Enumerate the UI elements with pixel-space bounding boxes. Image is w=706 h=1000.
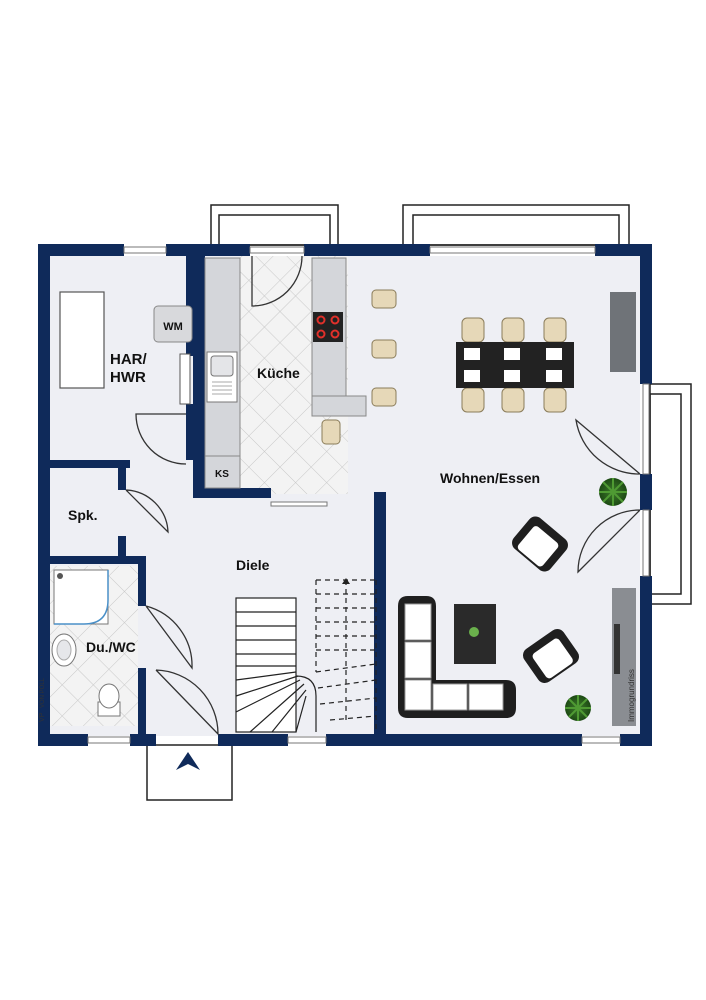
- washing-machine: [153, 305, 193, 343]
- watermark: Immogrundriss: [627, 669, 636, 722]
- entrance-arrow-icon: [176, 752, 200, 770]
- armchair-icon: [512, 516, 568, 572]
- fridge: [204, 455, 241, 489]
- toilet-icon: [97, 683, 121, 717]
- decor-icon: [469, 627, 479, 637]
- plant-icon: [565, 695, 591, 721]
- bar-stools: [321, 289, 397, 445]
- sliding-door-kitchen: [270, 501, 328, 507]
- room-label-kueche: Küche: [257, 365, 300, 381]
- staircase: [235, 597, 317, 733]
- kitchen-island-bar: [311, 395, 367, 417]
- shower-icon: [53, 569, 109, 625]
- hwr-shelf: [179, 353, 191, 405]
- room-label-hwr: HWR: [110, 369, 146, 386]
- brand-monogram: VP: [39, 712, 46, 722]
- brand-name: VON POLL: [40, 677, 46, 708]
- room-label-har: HAR/: [110, 351, 147, 368]
- armchair-icon: [523, 628, 579, 684]
- storage-counter: [59, 291, 105, 389]
- windows: [87, 246, 650, 744]
- washbasin-icon: [51, 633, 77, 667]
- doors: [125, 255, 641, 736]
- sideboard: [610, 292, 636, 372]
- washing-machine-label: WM: [163, 321, 183, 333]
- brand-logo: VP VON POLL: [39, 677, 46, 722]
- cooktop-icon: [313, 312, 343, 342]
- room-label-diele: Diele: [236, 557, 270, 573]
- room-label-spk: Spk.: [68, 507, 98, 523]
- sofa-icon: [398, 596, 516, 718]
- room-label-du-wc: Du./WC: [86, 639, 136, 655]
- sink-icon: [206, 351, 238, 403]
- plant-icon: [599, 478, 627, 506]
- room-label-wohnen-essen: Wohnen/Essen: [440, 470, 540, 486]
- walls: [38, 244, 652, 746]
- fridge-label: KS: [215, 469, 229, 480]
- dining-set: [456, 317, 574, 413]
- stair-direction-arrow: [342, 578, 350, 584]
- tv-icon: [614, 624, 620, 674]
